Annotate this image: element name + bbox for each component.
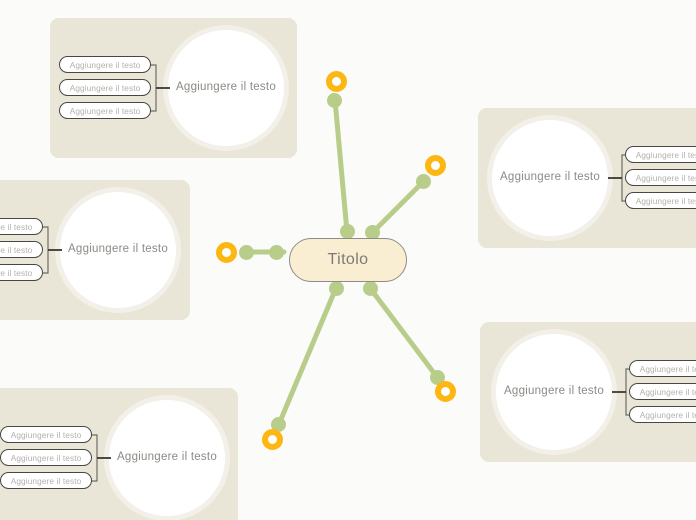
- branch-pill-label: Aggiungere il testo: [10, 475, 82, 486]
- branch-pill[interactable]: Aggiungere il testo: [0, 218, 43, 235]
- branch-dot-left-inner[interactable]: [269, 245, 284, 260]
- branch-pill[interactable]: Aggiungere il testo: [0, 264, 43, 281]
- branch-bubble-bottom-left[interactable]: Aggiungere il testo: [109, 400, 225, 516]
- branch-endpoint-ring-lower-left[interactable]: [262, 429, 283, 450]
- branch-bubble-bottom-right[interactable]: Aggiungere il testo: [496, 334, 612, 450]
- branch-bubble-top-right[interactable]: Aggiungere il testo: [492, 120, 608, 236]
- branch-endpoint-ring-lower-right[interactable]: [435, 381, 456, 402]
- branch-pill-label: Aggiungere il testo: [639, 386, 696, 397]
- branch-pill-label: Aggiungere il testo: [635, 195, 696, 206]
- branch-panel-bottom-right[interactable]: Aggiungere il testo Aggiungere il testo …: [480, 322, 696, 462]
- branch-dot-up-inner[interactable]: [340, 224, 355, 239]
- branch-bubble-label: Aggiungere il testo: [68, 243, 169, 256]
- branch-panel-middle-left[interactable]: Aggiungere il testo Aggiungere il testo …: [0, 180, 190, 320]
- branch-pill[interactable]: Aggiungere il testo: [629, 383, 696, 400]
- branch-pill-label: Aggiungere il testo: [10, 429, 82, 440]
- branch-pill-label: Aggiungere il testo: [639, 409, 696, 420]
- branch-pill-label: Aggiungere il testo: [69, 59, 141, 70]
- branch-pill[interactable]: Aggiungere il testo: [0, 472, 92, 489]
- branch-pill[interactable]: Aggiungere il testo: [625, 192, 696, 209]
- branch-dot-lower-left-inner[interactable]: [329, 281, 344, 296]
- branch-dot-lower-right-inner[interactable]: [363, 281, 378, 296]
- root-node[interactable]: Titolo: [289, 238, 407, 282]
- branch-pill-label: Aggiungere il testo: [0, 221, 33, 232]
- branch-bubble-label: Aggiungere il testo: [504, 385, 605, 398]
- branch-panel-top-left[interactable]: Aggiungere il testo Aggiungere il testo …: [50, 18, 297, 158]
- branch-dot-left-outer[interactable]: [239, 245, 254, 260]
- branch-pill[interactable]: Aggiungere il testo: [0, 241, 43, 258]
- branch-pill[interactable]: Aggiungere il testo: [625, 169, 696, 186]
- branch-dot-up-outer[interactable]: [327, 93, 342, 108]
- branch-pill-label: Aggiungere il testo: [10, 452, 82, 463]
- branch-pill[interactable]: Aggiungere il testo: [0, 426, 92, 443]
- branch-pill-label: Aggiungere il testo: [639, 363, 696, 374]
- branch-pill[interactable]: Aggiungere il testo: [625, 146, 696, 163]
- branch-pill[interactable]: Aggiungere il testo: [59, 102, 151, 119]
- branch-pill-label: Aggiungere il testo: [69, 105, 141, 116]
- branch-endpoint-ring-upper-right[interactable]: [425, 155, 446, 176]
- branch-bubble-top-left[interactable]: Aggiungere il testo: [168, 30, 284, 146]
- branch-pill-label: Aggiungere il testo: [635, 149, 696, 160]
- branch-pill-label: Aggiungere il testo: [0, 267, 33, 278]
- branch-panel-top-right[interactable]: Aggiungere il testo Aggiungere il testo …: [478, 108, 696, 248]
- branch-pill[interactable]: Aggiungere il testo: [0, 449, 92, 466]
- branch-dot-upper-right-outer[interactable]: [416, 174, 431, 189]
- branch-pill[interactable]: Aggiungere il testo: [629, 406, 696, 423]
- branch-panel-bottom-left[interactable]: Aggiungere il testo Aggiungere il testo …: [0, 388, 238, 520]
- branch-endpoint-ring-up[interactable]: [326, 71, 347, 92]
- branch-bubble-label: Aggiungere il testo: [176, 81, 277, 94]
- branch-bubble-label: Aggiungere il testo: [500, 171, 601, 184]
- branch-bubble-label: Aggiungere il testo: [117, 451, 218, 464]
- branch-pill-label: Aggiungere il testo: [0, 244, 33, 255]
- branch-pill-label: Aggiungere il testo: [69, 82, 141, 93]
- branch-pill[interactable]: Aggiungere il testo: [59, 56, 151, 73]
- root-node-label: Titolo: [327, 251, 369, 268]
- branch-pill[interactable]: Aggiungere il testo: [629, 360, 696, 377]
- branch-pill-label: Aggiungere il testo: [635, 172, 696, 183]
- branch-pill[interactable]: Aggiungere il testo: [59, 79, 151, 96]
- branch-endpoint-ring-left[interactable]: [216, 242, 237, 263]
- branch-bubble-middle-left[interactable]: Aggiungere il testo: [60, 192, 176, 308]
